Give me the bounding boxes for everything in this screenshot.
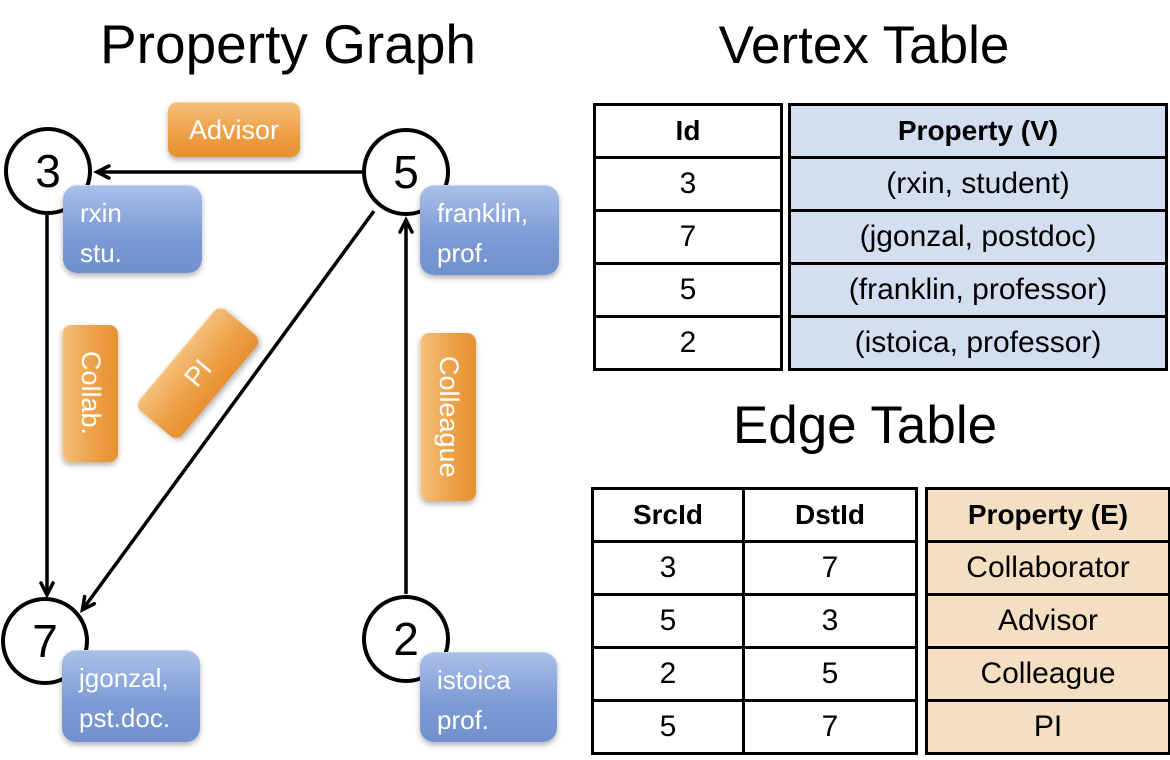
vertex-property-cell: (rxin, student) xyxy=(788,156,1168,212)
table-row: Advisor xyxy=(925,593,1170,649)
property-graph-title: Property Graph xyxy=(99,13,477,75)
edge-property-cell: PI xyxy=(925,699,1170,755)
table-row: 5 3 xyxy=(591,593,918,649)
edge-5-to-7-pi xyxy=(80,209,376,613)
vertex-property-column-table: Property (V) (rxin, student) (jgonzal, p… xyxy=(788,103,1168,371)
vertex-table: Id 3 7 5 2 Property (V) (rxin, student) … xyxy=(593,103,1168,371)
table-row: 3 7 xyxy=(591,540,918,596)
edge-src-dst-columns-table: SrcId DstId 3 7 5 3 2 5 5 7 xyxy=(591,487,918,755)
vertex-table-title: Vertex Table xyxy=(718,16,1010,75)
edge-dstid-cell: 5 xyxy=(742,646,918,702)
table-row: SrcId DstId xyxy=(591,487,918,543)
edge-table: SrcId DstId 3 7 5 3 2 5 5 7 Property (E)… xyxy=(591,487,1170,755)
table-row: PI xyxy=(925,699,1170,755)
table-row: (istoica, professor) xyxy=(788,315,1168,371)
vertex-property-box-jgonzal: jgonzal, pst.doc. xyxy=(62,650,200,742)
table-row: Id xyxy=(593,103,783,159)
vertex-property-box-istoica: istoica prof. xyxy=(420,652,557,742)
vertex-property-line: stu. xyxy=(80,238,122,269)
vertex-node-3-id: 3 xyxy=(35,145,61,197)
vertex-node-5-id: 5 xyxy=(393,146,419,198)
vertex-node-2-id: 2 xyxy=(393,613,419,665)
vertex-property-cell: (istoica, professor) xyxy=(788,315,1168,371)
edge-property-cell: Colleague xyxy=(925,646,1170,702)
edge-dstid-cell: 7 xyxy=(742,540,918,596)
table-row: Colleague xyxy=(925,646,1170,702)
vertex-property-line: pst.doc. xyxy=(79,703,171,734)
edge-srcid-header: SrcId xyxy=(591,487,745,543)
vertex-id-column-table: Id 3 7 5 2 xyxy=(593,103,783,371)
vertex-id-cell: 7 xyxy=(593,209,783,265)
vertex-node-3: 3 xyxy=(4,127,92,215)
vertex-property-header: Property (V) xyxy=(788,103,1168,159)
vertex-id-header: Id xyxy=(593,103,783,159)
vertex-id-cell: 2 xyxy=(593,315,783,371)
vertex-property-line: prof. xyxy=(437,705,490,736)
edge-property-cell: Advisor xyxy=(925,593,1170,649)
vertex-property-line: prof. xyxy=(437,238,490,269)
vertex-property-line: jgonzal, xyxy=(79,663,169,693)
edge-dstid-cell: 3 xyxy=(742,593,918,649)
table-row: 3 xyxy=(593,156,783,212)
edge-srcid-cell: 5 xyxy=(591,593,745,649)
vertex-id-cell: 3 xyxy=(593,156,783,212)
vertex-property-box-franklin: franklin, prof. xyxy=(420,185,559,275)
table-row: Property (E) xyxy=(925,487,1170,543)
edge-srcid-cell: 3 xyxy=(591,540,745,596)
vertex-property-line: rxin xyxy=(80,198,122,228)
vertex-property-line: istoica xyxy=(437,665,511,695)
table-row: 2 xyxy=(593,315,783,371)
vertex-property-cell: (jgonzal, postdoc) xyxy=(788,209,1168,265)
vertex-id-cell: 5 xyxy=(593,262,783,318)
edge-property-header: Property (E) xyxy=(925,487,1170,543)
edge-property-cell: Collaborator xyxy=(925,540,1170,596)
edge-label-advisor: Advisor xyxy=(168,102,300,157)
edge-srcid-cell: 5 xyxy=(591,699,745,755)
edge-label-colleague: Colleague xyxy=(420,333,476,501)
edge-dstid-cell: 7 xyxy=(742,699,918,755)
table-row: (franklin, professor) xyxy=(788,262,1168,318)
edge-table-title: Edge Table xyxy=(732,396,998,455)
table-row: Collaborator xyxy=(925,540,1170,596)
vertex-node-7-id: 7 xyxy=(32,615,58,667)
vertex-property-box-rxin: rxin stu. xyxy=(63,185,202,273)
table-row: Property (V) xyxy=(788,103,1168,159)
edge-property-column-table: Property (E) Collaborator Advisor Collea… xyxy=(925,487,1170,755)
edge-label-collaborator: Collab. xyxy=(62,325,118,462)
table-row: (jgonzal, postdoc) xyxy=(788,209,1168,265)
vertex-property-line: franklin, xyxy=(437,198,529,228)
table-row: 5 7 xyxy=(591,699,918,755)
table-row: 5 xyxy=(593,262,783,318)
table-row: 2 5 xyxy=(591,646,918,702)
edge-dstid-header: DstId xyxy=(742,487,918,543)
vertex-property-cell: (franklin, professor) xyxy=(788,262,1168,318)
table-row: (rxin, student) xyxy=(788,156,1168,212)
edge-srcid-cell: 2 xyxy=(591,646,745,702)
table-row: 7 xyxy=(593,209,783,265)
